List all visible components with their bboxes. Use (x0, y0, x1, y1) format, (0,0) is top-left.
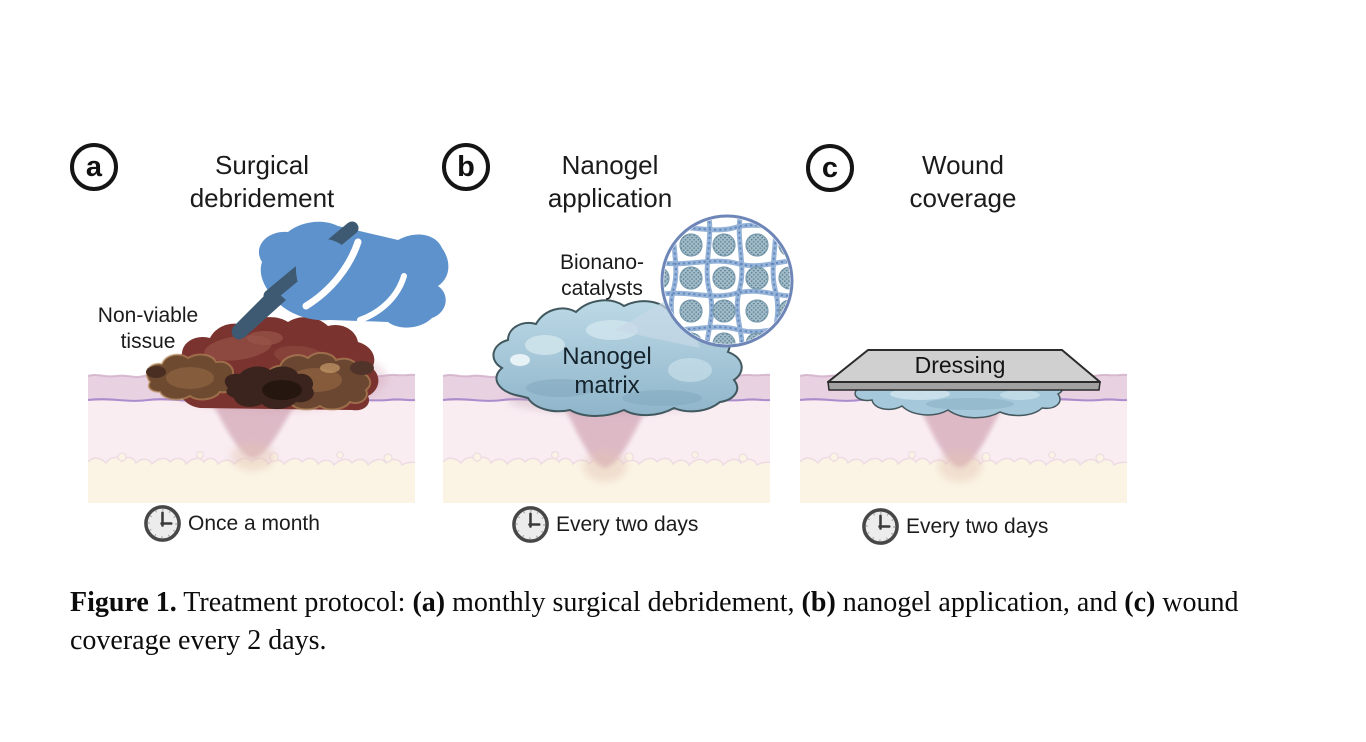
panel-b-badge: b (442, 143, 490, 191)
frequency-c: Every two days (860, 506, 1048, 547)
panel-a-art (87, 221, 449, 504)
panel-c-badge: c (806, 144, 854, 192)
panel-b-title: Nanogel application (547, 150, 673, 213)
clock-icon (862, 508, 899, 545)
frequency-b: Every two days (510, 504, 698, 545)
frequency-a: Once a month (142, 503, 320, 544)
glove-fingers (295, 238, 350, 304)
caption-segment: (b) (801, 587, 836, 618)
clock-icon (512, 506, 549, 543)
caption-segment: Figure 1. (70, 587, 177, 618)
caption-segment: wound coverage every 2 days. (70, 587, 1239, 656)
necrotic-tissue (145, 317, 379, 411)
frequency-c-label: Every two days (906, 514, 1049, 538)
nanogel-matrix-label: Nanogel matrix (562, 343, 652, 399)
caption-segment: nanogel application, and (835, 587, 1125, 618)
nanogel-layer (854, 383, 1064, 419)
scalpel-blade (231, 288, 286, 340)
figure-caption: Figure 1. Treatment protocol: (a) monthl… (70, 584, 1310, 660)
bionanocatalysts-label: Bionano- catalysts (559, 251, 645, 300)
dressing-sheet (827, 349, 1101, 391)
caption-segment: Treatment protocol: (176, 587, 413, 618)
non-viable-tissue-label: Non-viable tissue (97, 304, 199, 353)
caption-segment: (a) (412, 587, 446, 618)
gloved-hand-with-scalpel (231, 221, 449, 340)
caption-segment: (c) (1124, 587, 1156, 618)
panel-a-title: Surgical debridement (189, 150, 335, 213)
panel-a-badge: a (70, 143, 118, 191)
frequency-b-label: Every two days (556, 512, 699, 536)
dressing-label: Dressing (914, 352, 1006, 378)
panel-c-art (799, 349, 1128, 504)
panel-c-title: Wound coverage (909, 150, 1017, 213)
clock-icon (144, 505, 181, 542)
frequency-a-label: Once a month (188, 511, 320, 535)
caption-segment: monthly surgical debridement, (445, 587, 802, 618)
